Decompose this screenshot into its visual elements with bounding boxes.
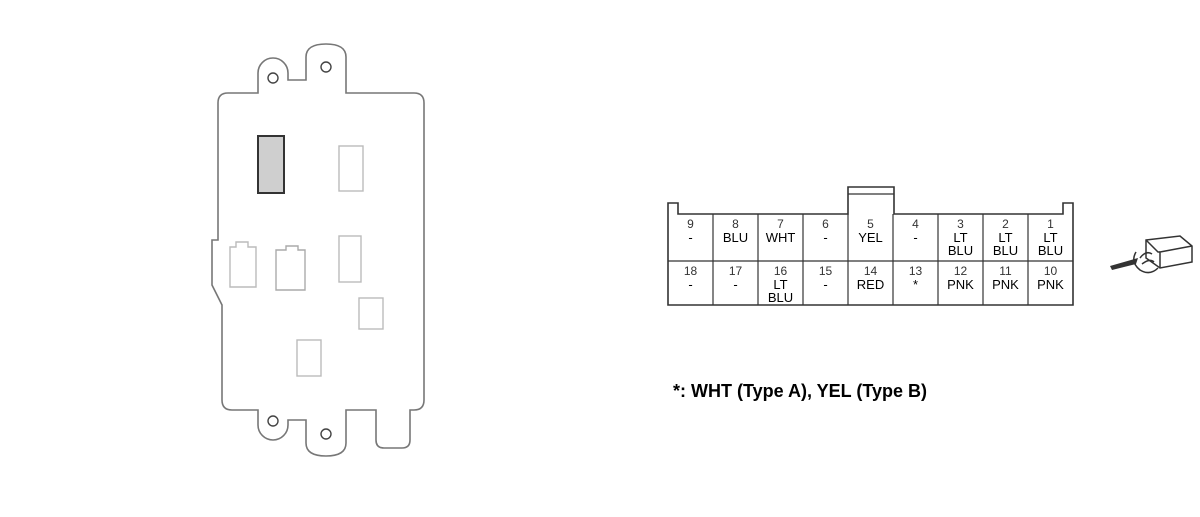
pin-number: 17 <box>729 264 743 278</box>
pin-number: 11 <box>999 264 1012 278</box>
pin-wire-color: BLU <box>1038 243 1063 258</box>
connector-outline <box>229 241 257 288</box>
pin-wire-color: * <box>913 277 918 292</box>
highlighted-connector <box>257 135 285 194</box>
connector-outline <box>275 245 306 291</box>
connector-outline <box>338 235 362 283</box>
pin-wire-color: BLU <box>723 230 748 245</box>
pin-number: 14 <box>864 264 878 278</box>
pin-number: 13 <box>909 264 923 278</box>
mount-hole <box>267 72 279 84</box>
mount-hole <box>320 61 332 73</box>
pin-wire-color: - <box>823 230 827 245</box>
pin-wire-color: PNK <box>947 277 974 292</box>
pin-wire-color: BLU <box>768 290 793 305</box>
pin-number: 6 <box>822 217 829 231</box>
pin-wire-color: - <box>688 230 692 245</box>
pin-wire-color: WHT <box>766 230 796 245</box>
pin-number: 2 <box>1002 217 1009 231</box>
pin-wire-color: LT <box>953 230 967 245</box>
pin-number: 15 <box>819 264 833 278</box>
pin-wire-color: - <box>913 230 917 245</box>
pin-wire-color: LT <box>773 277 787 292</box>
pin-number: 3 <box>957 217 964 231</box>
pin-wire-color: PNK <box>1037 277 1064 292</box>
pin-number: 4 <box>912 217 919 231</box>
pin-wire-color: LT <box>998 230 1012 245</box>
pin-wire-color: - <box>688 277 692 292</box>
board-outline <box>211 43 425 457</box>
pin-number: 16 <box>774 264 788 278</box>
pin-wire-color: YEL <box>858 230 883 245</box>
pin-wire-color: LT <box>1043 230 1057 245</box>
pin-number: 8 <box>732 217 739 231</box>
connector-outline <box>358 297 384 330</box>
pin-grid: 9-8BLU7WHT6-5YEL4-3LTBLU2LTBLU1LTBLU18-1… <box>668 214 1073 305</box>
pin-number: 10 <box>1044 264 1058 278</box>
pin-wire-color: - <box>733 277 737 292</box>
mount-hole <box>267 415 279 427</box>
pin-number: 18 <box>684 264 698 278</box>
pin-wire-color: PNK <box>992 277 1019 292</box>
pin-number: 7 <box>777 217 784 231</box>
pin-number: 5 <box>867 217 874 231</box>
pin-number: 12 <box>954 264 968 278</box>
pin-wire-color: RED <box>857 277 884 292</box>
pin-number: 9 <box>687 217 694 231</box>
pin-number: 1 <box>1047 217 1054 231</box>
mount-hole <box>320 428 332 440</box>
connector-housing <box>667 186 1074 306</box>
pin-wire-color: - <box>823 277 827 292</box>
wire-color-footnote: *: WHT (Type A), YEL (Type B) <box>673 381 928 401</box>
pin-wire-color: BLU <box>948 243 973 258</box>
view-direction-icon <box>1110 235 1193 274</box>
connector-outline <box>296 339 322 377</box>
pin-wire-color: BLU <box>993 243 1018 258</box>
connector-outline <box>338 145 364 192</box>
